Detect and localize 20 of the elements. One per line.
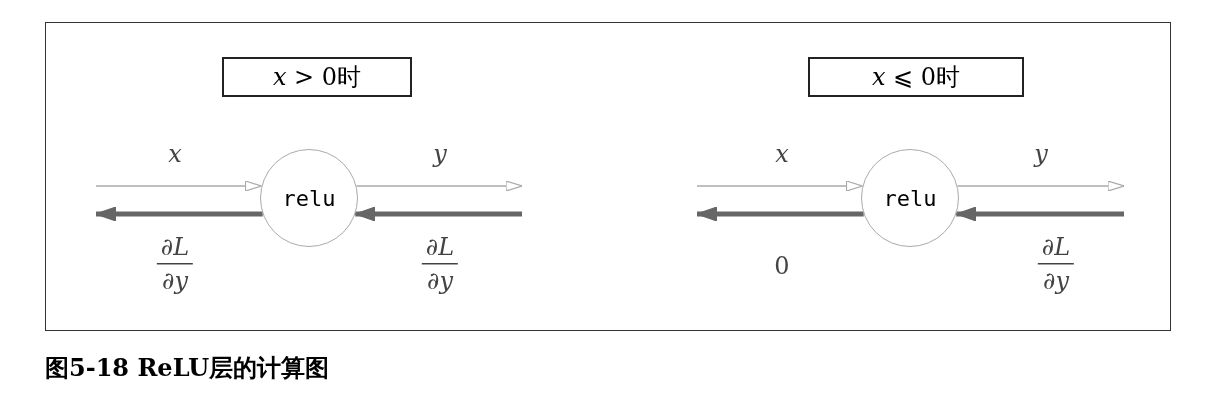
edge-label: 0 [774,252,790,280]
arrow [955,206,1124,222]
condition-box [808,57,1024,97]
condition-box [222,57,412,97]
arrow [354,206,522,222]
edge-label: y [433,140,447,168]
arrow [95,180,263,192]
arrow [696,206,864,222]
condition-text: x ⩽ 0时 [871,62,961,93]
arrow [696,180,864,192]
condition-text: x > 0时 [272,62,362,93]
edge-label: x [168,140,182,168]
arrow [355,180,523,192]
node-label: relu [883,185,937,211]
figure-caption: 图5-18 ReLU层的计算图 [45,352,330,384]
node-label: relu [282,185,336,211]
edge-label: y [1034,140,1048,168]
edge-label: x [775,140,789,168]
arrow [956,180,1125,192]
arrow [95,206,263,222]
